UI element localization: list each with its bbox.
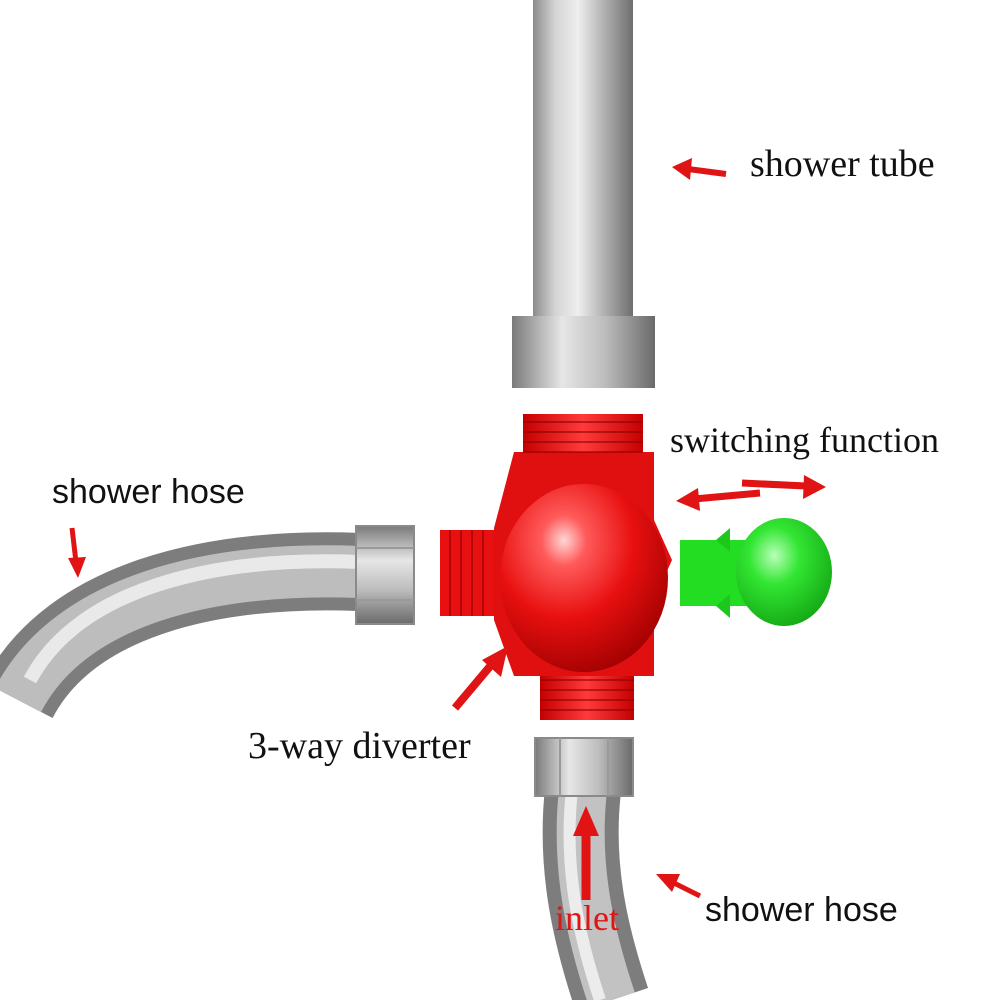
shower-hose-bottom-label: shower hose <box>705 891 898 929</box>
switching-function-label: switching function <box>670 420 939 460</box>
switch-handle <box>680 518 832 626</box>
switching-arrows <box>676 475 826 511</box>
diverter-arrow <box>451 646 508 711</box>
shower-tube-label: shower tube <box>750 143 935 185</box>
diverter-body <box>440 414 672 720</box>
shower-tube <box>512 0 655 388</box>
shower-hose-left-label: shower hose <box>52 473 245 511</box>
shower-hose-left <box>0 525 415 720</box>
diverter-label: 3-way diverter <box>248 725 471 767</box>
inlet-label: inlet <box>555 898 619 938</box>
shower-hose-left-arrow <box>68 527 86 578</box>
inlet-arrow <box>573 806 599 900</box>
arrows <box>68 158 826 900</box>
shower-tube-arrow <box>672 158 727 180</box>
shower-hose-bottom-arrow <box>656 874 702 899</box>
